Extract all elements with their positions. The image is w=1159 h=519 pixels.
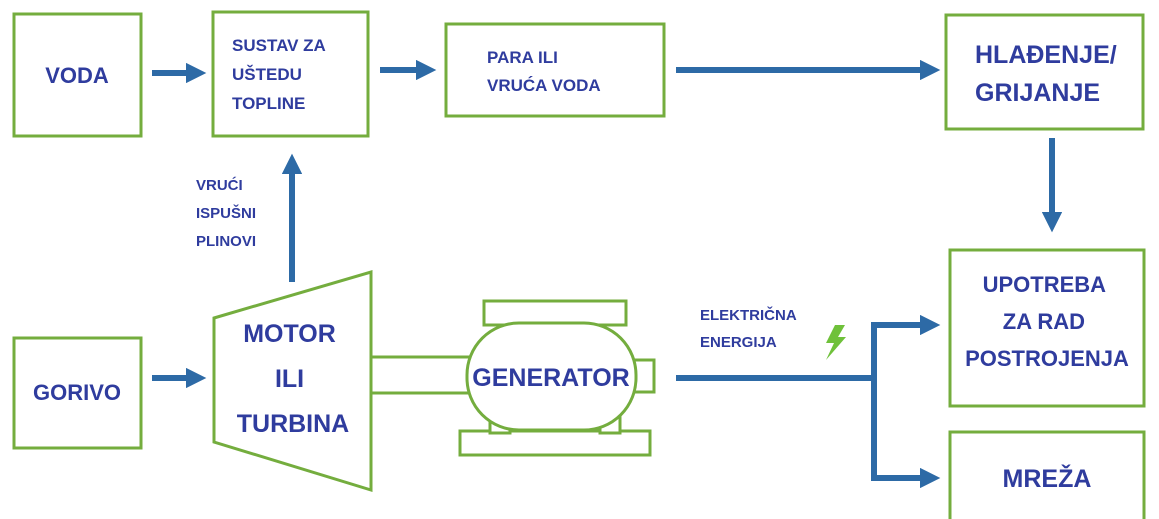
generator-node: GENERATOR (458, 299, 656, 457)
motor-label-line2: ILI (275, 365, 304, 393)
gorivo-label: GORIVO (33, 380, 121, 405)
electric-label-line2: ENERGIJA (700, 334, 777, 351)
para-node: PARA ILI VRUĆA VODA (444, 22, 666, 118)
gorivo-node: GORIVO (12, 336, 143, 450)
voda-label: VODA (45, 63, 109, 88)
svg-text:GENERATOR: GENERATOR (472, 364, 629, 392)
generator-label: GENERATOR (472, 364, 629, 392)
sustav-label-line2: UŠTEDU (232, 65, 302, 84)
para-label-line2: VRUĆA VODA (487, 76, 601, 95)
electric-label-line1: ELEKTRIČNA (700, 306, 797, 324)
sustav-label-line3: TOPLINE (232, 94, 305, 113)
motor-node: MOTOR ILI TURBINA (212, 269, 373, 493)
arrow-generator-to-upotreba-and-mreza (676, 314, 941, 489)
hladenje-label-line2: GRIJANJE (975, 79, 1100, 107)
upotreba-label-line3: POSTROJENJA (965, 346, 1129, 371)
svg-text:UPOTREBA ZA RAD PO: UPOTREBA ZA RAD POSTROJENJA (965, 272, 1129, 371)
svg-text:GORIVO: GORIVO (33, 380, 121, 405)
svg-text:VODA: VODA (45, 63, 109, 88)
svg-text:MOTOR ILI TURBINA: MOTOR ILI TURBINA (237, 320, 350, 438)
svg-text:MREŽA: MREŽA (1003, 463, 1092, 493)
upotreba-label-line1: UPOTREBA (983, 272, 1107, 297)
mreza-node: MREŽA (948, 430, 1146, 519)
svg-text:SUSTAV ZA UŠTEDU T: SUSTAV ZA UŠTEDU TOPLINE (232, 36, 330, 113)
svg-text:HLAĐENJE/ GRIJANJE: HLAĐENJE/ GRIJANJE (975, 41, 1124, 107)
motor-label-line3: TURBINA (237, 410, 350, 438)
mreza-label: MREŽA (1003, 463, 1092, 493)
sustav-node: SUSTAV ZA UŠTEDU TOPLINE (211, 10, 370, 138)
lightning-bolt-icon (826, 325, 846, 360)
upotreba-label-line2: ZA RAD (1003, 309, 1085, 334)
exhaust-label-line1: VRUĆI (196, 176, 243, 194)
upotreba-node: UPOTREBA ZA RAD POSTROJENJA (948, 248, 1146, 408)
electric-energy-label: ELEKTRIČNA ENERGIJA (700, 306, 800, 351)
exhaust-label-line2: ISPUŠNI (196, 204, 256, 222)
hladenje-node: HLAĐENJE/ GRIJANJE (944, 13, 1145, 131)
sustav-label-line1: SUSTAV ZA (232, 36, 326, 55)
hladenje-label-line1: HLAĐENJE/ (975, 41, 1117, 69)
voda-node: VODA (12, 12, 143, 138)
para-label-line1: PARA ILI (487, 48, 558, 67)
motor-label-line1: MOTOR (243, 320, 336, 348)
shaft (371, 355, 470, 395)
svg-text:PARA ILI VRUĆA VODA: PARA ILI VRUĆA VODA (487, 48, 601, 95)
exhaust-gas-label: VRUĆI ISPUŠNI PLINOVI (196, 176, 260, 250)
exhaust-label-line3: PLINOVI (196, 233, 256, 250)
